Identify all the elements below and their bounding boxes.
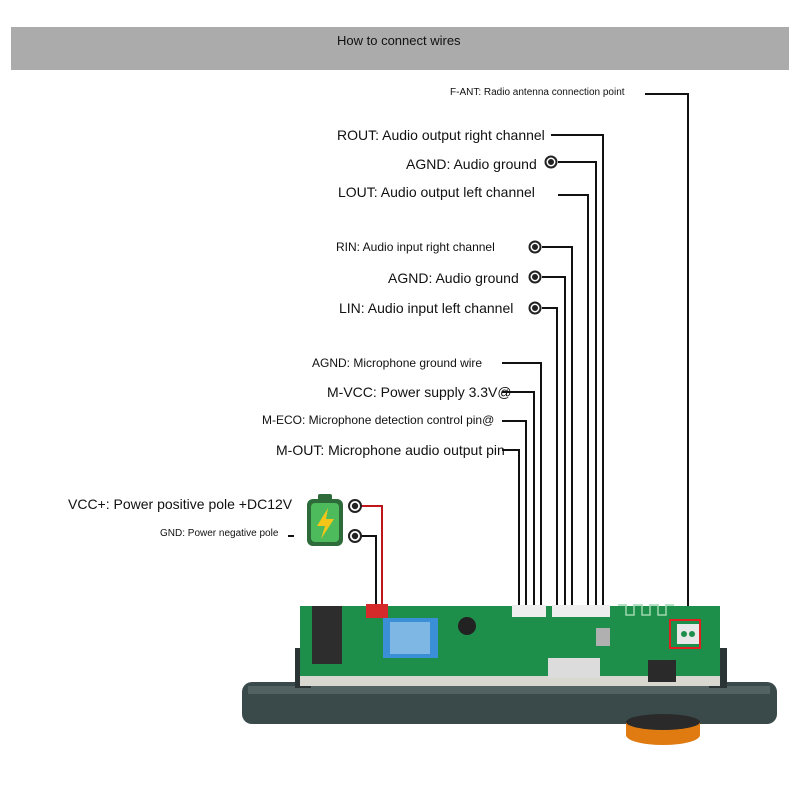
wire-lout: [558, 194, 589, 610]
wire-m-eco: [502, 420, 527, 610]
wire-m-out: [502, 449, 520, 610]
label-rout: ROUT: Audio output right channel: [337, 127, 545, 143]
wire-rout: [551, 134, 604, 610]
wire-vcc: [361, 505, 383, 610]
wire-gnd: [361, 535, 377, 610]
wire-agnd-mic: [502, 362, 542, 610]
ring-terminal-icon: [528, 240, 542, 254]
label-gnd: GND: Power negative pole: [160, 528, 279, 539]
label-m-eco: M-ECO: Microphone detection control pin@: [262, 413, 495, 427]
wire-agnd-in: [542, 276, 566, 610]
label-f-ant: F-ANT: Radio antenna connection point: [450, 87, 625, 98]
battery-charging-icon: [307, 494, 343, 546]
ring-terminal-icon: [544, 155, 558, 169]
label-m-vcc: M-VCC: Power supply 3.3V@: [327, 384, 512, 400]
label-rin: RIN: Audio input right channel: [336, 240, 495, 254]
wire-agnd-out: [558, 161, 597, 610]
wire-rin: [542, 246, 573, 610]
ring-terminal-icon: [348, 499, 362, 513]
label-agnd-in: AGND: Audio ground: [388, 270, 519, 286]
ring-terminal-icon: [348, 529, 362, 543]
label-lin: LIN: Audio input left channel: [339, 300, 514, 316]
label-agnd-out: AGND: Audio ground: [406, 156, 537, 172]
wire-lin: [542, 307, 558, 610]
page-title: How to connect wires: [337, 33, 461, 48]
label-vcc: VCC+: Power positive pole +DC12V: [68, 496, 293, 512]
wire-f-ant: [645, 93, 689, 625]
wire-m-vcc: [502, 391, 535, 610]
label-lout: LOUT: Audio output left channel: [338, 184, 535, 200]
header-bar: [11, 27, 789, 70]
label-agnd-mic: AGND: Microphone ground wire: [312, 356, 483, 370]
label-m-out: M-OUT: Microphone audio output pin: [276, 442, 505, 458]
ring-terminal-icon: [528, 270, 542, 284]
radio-module-board: [242, 604, 777, 745]
ring-terminal-icon: [528, 301, 542, 315]
